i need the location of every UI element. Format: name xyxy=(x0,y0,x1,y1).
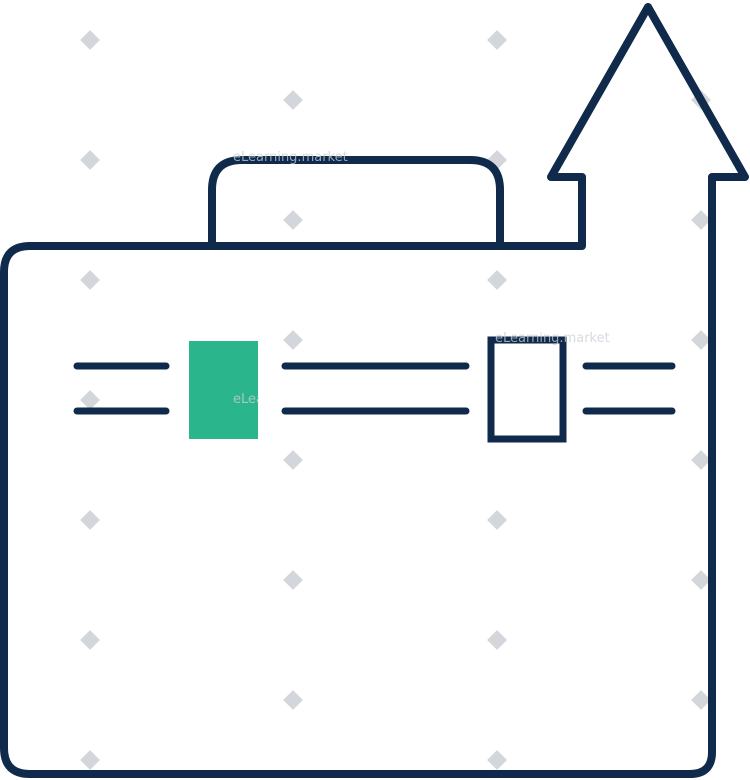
briefcase-body-with-arrow-outline xyxy=(0,3,749,778)
watermark-diamond xyxy=(487,510,507,530)
watermark-diamond xyxy=(487,630,507,650)
briefcase-handle xyxy=(208,156,504,246)
watermark-diamond xyxy=(80,510,100,530)
watermark-diamond xyxy=(80,150,100,170)
watermark-diamond xyxy=(283,450,303,470)
outlined-clasp xyxy=(487,336,567,443)
watermark-diamond xyxy=(691,330,711,350)
watermark-diamond xyxy=(80,30,100,50)
watermark-diamond xyxy=(487,270,507,290)
watermark-diamond xyxy=(487,750,507,770)
watermark-diamond xyxy=(80,390,100,410)
watermark-diamond xyxy=(691,690,711,710)
watermark-diamond xyxy=(283,90,303,110)
green-clasp xyxy=(189,341,258,439)
watermark-diamond xyxy=(283,690,303,710)
watermark-diamond xyxy=(691,570,711,590)
watermark-diamond xyxy=(283,570,303,590)
watermark-diamond xyxy=(487,30,507,50)
watermark-diamond xyxy=(283,210,303,230)
watermark-pattern xyxy=(80,30,711,770)
briefcase-strap-lines xyxy=(73,362,676,415)
watermark-diamond xyxy=(80,750,100,770)
watermark-diamond xyxy=(80,630,100,650)
watermark-diamond xyxy=(283,330,303,350)
watermark-diamond xyxy=(80,270,100,290)
watermark-diamond xyxy=(691,450,711,470)
watermark-diamond xyxy=(691,210,711,230)
